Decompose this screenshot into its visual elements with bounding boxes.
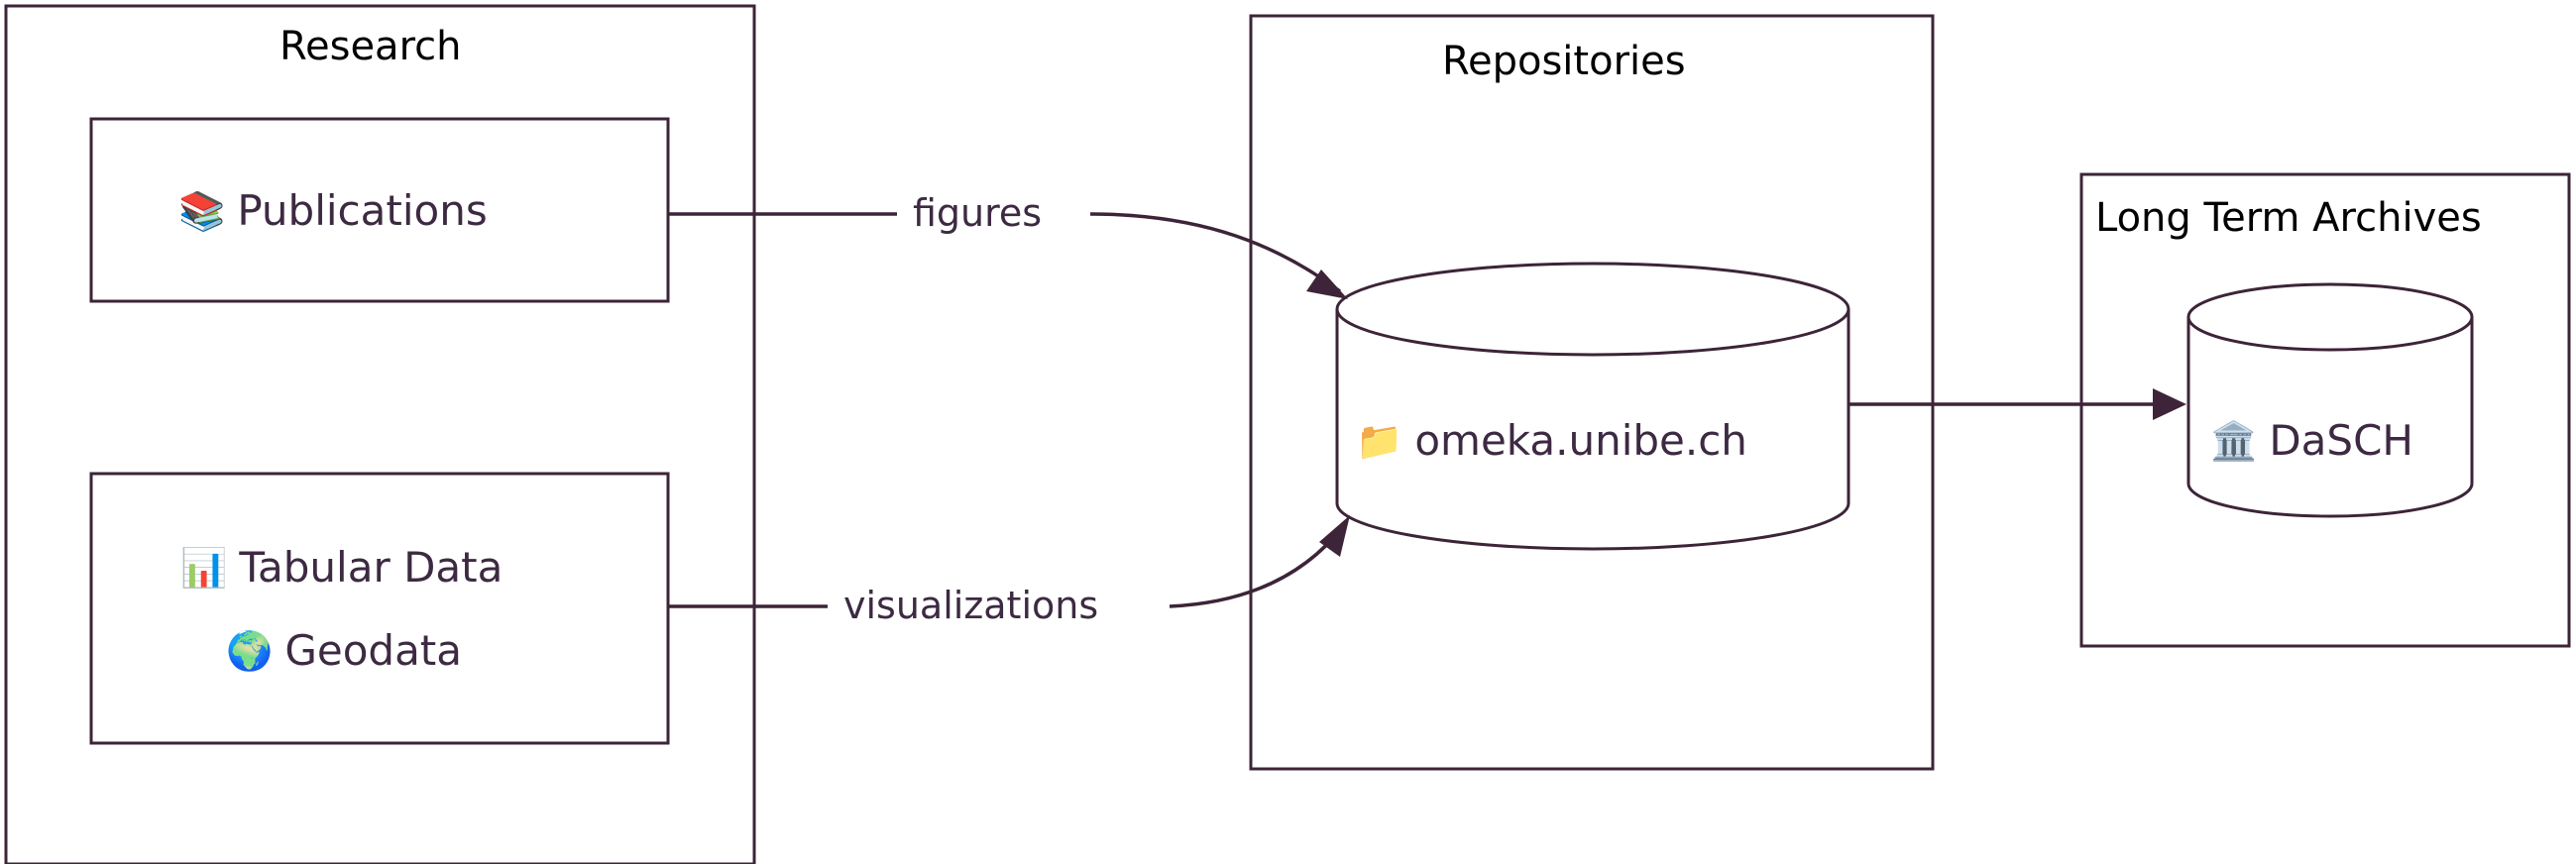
node-label-omeka-text: omeka.unibe.ch — [1414, 416, 1747, 465]
cluster-title-research: Research — [280, 24, 462, 69]
node-label-omeka[interactable]: 📁 omeka.unibe.ch — [1356, 420, 1747, 462]
edge-omeka-dasch — [1849, 388, 2186, 420]
edge-label-figures: figures — [907, 194, 1049, 232]
cluster-title-long-term-archives: Long Term Archives — [2095, 195, 2482, 241]
node-label-tabular-data-text: Tabular Data — [239, 543, 504, 592]
globe-emoji: 🌍 — [226, 629, 274, 673]
edge-figures — [668, 212, 1348, 299]
cluster-title-repositories: Repositories — [1442, 39, 1686, 84]
node-dasch[interactable] — [2186, 282, 2474, 518]
arrow-head-visualizations — [1319, 515, 1350, 557]
bar-chart-emoji: 📊 — [180, 546, 228, 590]
node-label-geodata[interactable]: 🌍 Geodata — [226, 630, 462, 672]
node-label-publications-text: Publications — [237, 186, 488, 235]
node-label-geodata-text: Geodata — [284, 626, 463, 675]
node-label-tabular-data[interactable]: 📊 Tabular Data — [180, 547, 503, 589]
edge-visualizations — [668, 515, 1350, 608]
arrow-head-figures — [1306, 270, 1348, 299]
node-label-publications[interactable]: 📚 Publications — [178, 190, 488, 232]
node-omeka[interactable] — [1335, 262, 1850, 551]
node-label-dasch-text: DaSCH — [2269, 416, 2413, 465]
node-label-dasch[interactable]: 🏛️ DaSCH — [2210, 420, 2413, 462]
folder-emoji: 📁 — [1356, 419, 1403, 463]
books-emoji: 📚 — [178, 189, 226, 233]
node-datasets[interactable] — [89, 472, 670, 745]
node-publications[interactable] — [89, 117, 670, 303]
classical-building-emoji: 🏛️ — [2210, 419, 2258, 463]
arrow-head-omeka-dasch — [2153, 388, 2186, 420]
edge-label-visualizations: visualizations — [838, 587, 1105, 624]
